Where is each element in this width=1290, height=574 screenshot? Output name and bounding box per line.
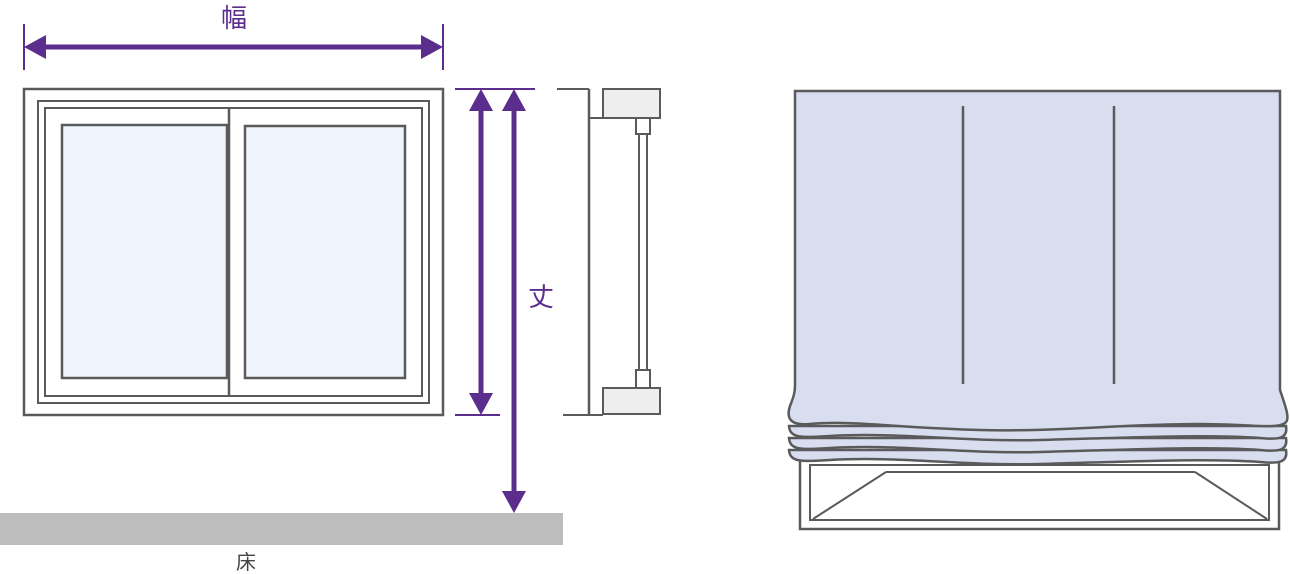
width-arrow-left-head — [24, 35, 46, 59]
section-top-runner — [635, 117, 651, 135]
length-label: 丈 — [528, 283, 554, 313]
width-label: 幅 — [221, 4, 247, 34]
window-side-section — [557, 88, 661, 416]
shade-window-right-diagonal — [1194, 471, 1268, 520]
floor: 床 — [0, 513, 563, 574]
window-right-pane — [243, 124, 407, 380]
window-height-arrow-bottom-head — [469, 393, 493, 415]
length-dimension: 丈 — [502, 89, 554, 513]
shade-fold-2 — [787, 424, 1288, 442]
section-bottom-runner — [635, 369, 651, 389]
window-left-pane — [60, 123, 229, 380]
shade-fold-4 — [787, 448, 1288, 466]
floor-label: 床 — [236, 550, 256, 574]
width-dimension: 幅 — [23, 4, 444, 70]
window-front-view — [22, 87, 445, 417]
section-glass — [638, 133, 648, 371]
length-arrow-bottom-head — [502, 491, 526, 513]
length-arrow-top-head — [502, 89, 526, 111]
window-height-arrow-top-head — [469, 89, 493, 111]
shade-window-left-diagonal — [812, 471, 887, 520]
section-bottom-rail — [602, 387, 661, 415]
shade-fold-3 — [787, 436, 1288, 454]
shade-window-inner — [809, 464, 1270, 521]
window-height-dimension — [455, 88, 535, 416]
shade-main-panel — [787, 89, 1289, 432]
floor-bar — [0, 513, 563, 545]
section-top-rail — [602, 88, 661, 119]
width-arrow-right-head — [421, 35, 443, 59]
roman-shade — [787, 89, 1289, 531]
